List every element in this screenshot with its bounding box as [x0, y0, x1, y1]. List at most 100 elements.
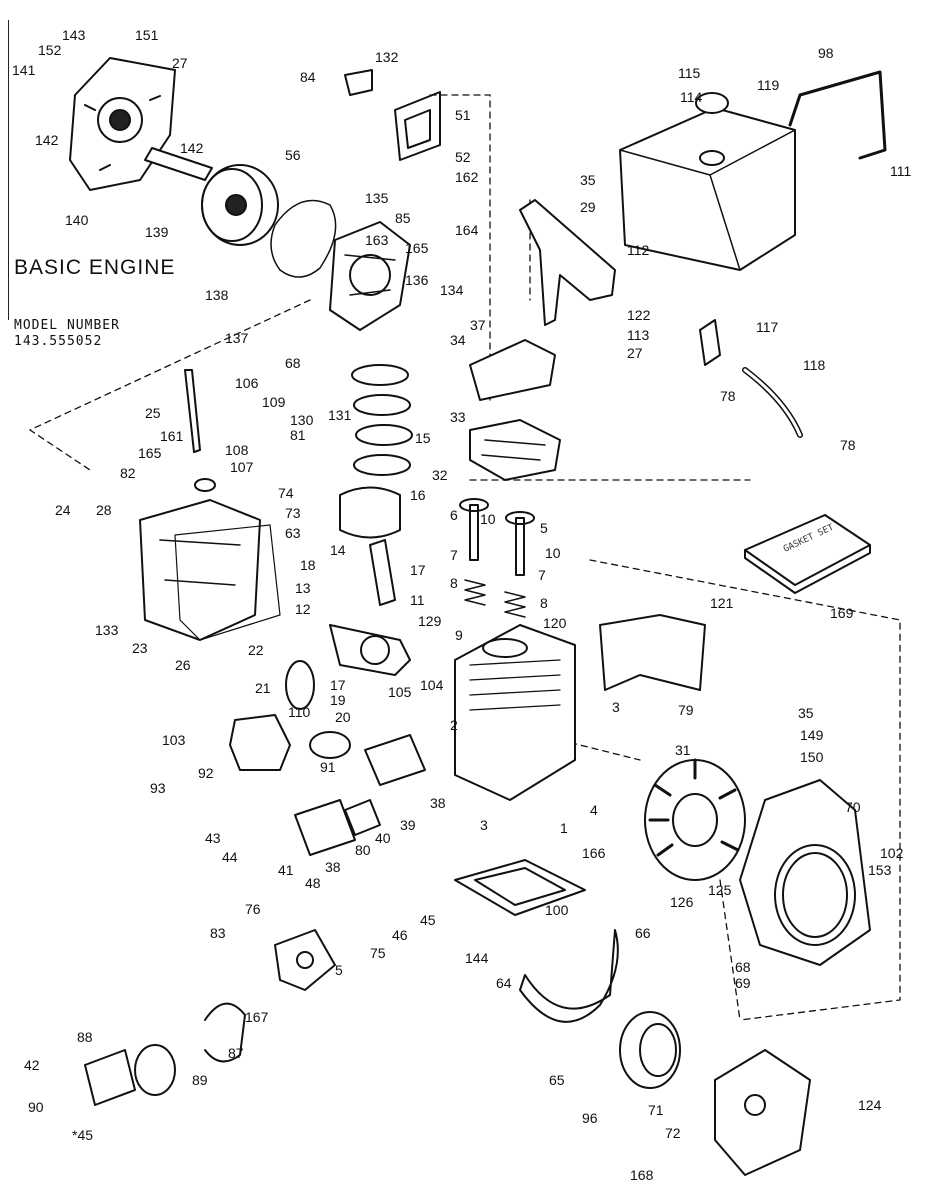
- fuel-line: [742, 367, 803, 438]
- part-callout-c75: 75: [370, 945, 386, 961]
- part-callout-c168: 168: [630, 1167, 654, 1183]
- part-callout-c38b: 38: [325, 859, 341, 875]
- part-callout-c71: 71: [648, 1102, 664, 1118]
- part-callout-c63: 63: [285, 525, 301, 541]
- part-callout-c104: 104: [420, 677, 444, 693]
- part-callout-c65: 65: [549, 1072, 565, 1088]
- part-callout-c162: 162: [455, 169, 479, 185]
- part-callout-c135: 135: [365, 190, 389, 206]
- intake-parts: [294, 734, 426, 856]
- part-callout-c17b: 17: [330, 677, 346, 693]
- part-callout-c164: 164: [455, 222, 479, 238]
- part-callout-c100: 100: [545, 902, 569, 918]
- valves: [459, 498, 535, 576]
- muffler-guard: [519, 929, 619, 1023]
- part-callout-c23: 23: [132, 640, 148, 656]
- part-callout-c113: 113: [627, 327, 650, 343]
- cylinder-head: [469, 419, 561, 481]
- part-callout-c8b: 8: [540, 595, 548, 611]
- part-callout-c87: 87: [228, 1045, 244, 1061]
- part-callout-c132: 132: [375, 49, 399, 65]
- part-callout-c112: 112: [627, 242, 650, 258]
- part-callout-c152: 152: [38, 42, 62, 58]
- model-number-label: MODEL NUMBER: [14, 318, 120, 333]
- part-callout-c166: 166: [582, 845, 606, 861]
- part-callout-c120: 120: [543, 615, 567, 631]
- part-callout-c56: 56: [285, 147, 301, 163]
- part-callout-c124: 124: [858, 1097, 882, 1113]
- fuel-shutoff-valve: [699, 319, 721, 366]
- model-number-value: 143.555052: [14, 334, 103, 349]
- part-callout-c121: 121: [710, 595, 734, 611]
- part-callout-c137: 137: [225, 330, 249, 346]
- part-callout-c142b: 142: [180, 140, 204, 156]
- cover-gasket: [270, 199, 337, 278]
- part-callout-c72: 72: [665, 1125, 681, 1141]
- part-callout-c45a: 45: [420, 912, 436, 928]
- part-callout-c85: 85: [395, 210, 411, 226]
- part-callout-c9: 9: [455, 627, 463, 643]
- part-callout-c10b: 10: [545, 545, 561, 561]
- part-callout-c41: 41: [278, 862, 294, 878]
- part-callout-c25: 25: [145, 405, 161, 421]
- part-callout-c110: 110: [288, 704, 311, 720]
- part-callout-c114: 114: [680, 89, 703, 105]
- part-callout-c90: 90: [28, 1099, 44, 1115]
- part-callout-c88: 88: [77, 1029, 93, 1045]
- part-callout-c143: 143: [62, 27, 86, 43]
- part-callout-c165a: 165: [405, 240, 429, 256]
- part-callout-c103: 103: [162, 732, 186, 748]
- part-callout-c98: 98: [818, 45, 834, 61]
- part-callout-c31: 31: [675, 742, 691, 758]
- part-callout-c79: 79: [678, 702, 694, 718]
- cylinder-block: [454, 624, 576, 801]
- connecting-rod: [369, 539, 396, 606]
- part-callout-c5a: 5: [540, 520, 548, 536]
- part-callout-c107: 107: [230, 459, 254, 475]
- part-callout-c19: 19: [330, 692, 346, 708]
- cylinder-shroud: [599, 614, 706, 691]
- part-callout-c111: 111: [890, 163, 911, 179]
- part-callout-c22: 22: [248, 642, 264, 658]
- part-callout-c92: 92: [198, 765, 214, 781]
- part-callout-c11: 11: [410, 592, 425, 608]
- part-callout-c14: 14: [330, 542, 346, 558]
- part-callout-c150: 150: [800, 749, 824, 765]
- part-callout-c8a: 8: [450, 575, 458, 591]
- part-callout-c108: 108: [225, 442, 249, 458]
- part-callout-c163: 163: [365, 232, 389, 248]
- part-callout-c119: 119: [757, 77, 780, 93]
- part-callout-c102: 102: [880, 845, 904, 861]
- dipstick-tube: [184, 369, 201, 453]
- part-callout-c96: 96: [582, 1110, 598, 1126]
- piston: [339, 486, 401, 539]
- part-callout-c39: 39: [400, 817, 416, 833]
- part-callout-c169: 169: [830, 605, 854, 621]
- part-callout-c6: 6: [450, 507, 458, 523]
- cam-gear: [285, 660, 315, 710]
- part-callout-c161: 161: [160, 428, 184, 444]
- part-callout-c165b: 165: [138, 445, 162, 461]
- fuel-tank: [619, 92, 796, 271]
- part-callout-c138: 138: [205, 287, 229, 303]
- part-callout-c74: 74: [278, 485, 294, 501]
- starter-parts: [84, 1002, 246, 1106]
- part-callout-c80: 80: [355, 842, 371, 858]
- scan-edge-line: [8, 20, 9, 320]
- part-callout-c78a: 78: [720, 388, 736, 404]
- drive-shaft: [144, 147, 213, 181]
- air-cleaner: [229, 714, 351, 771]
- part-callout-c27a: 27: [172, 55, 188, 71]
- part-callout-c68b: 68: [735, 959, 751, 975]
- part-callout-c133: 133: [95, 622, 119, 638]
- part-callout-c3a: 3: [612, 699, 620, 715]
- part-callout-c42: 42: [24, 1057, 40, 1073]
- valve-springs: [464, 579, 526, 618]
- part-callout-c18: 18: [300, 557, 316, 573]
- part-callout-c33: 33: [450, 409, 466, 425]
- part-callout-c24: 24: [55, 502, 71, 518]
- part-callout-c93: 93: [150, 780, 166, 796]
- part-callout-c28: 28: [96, 502, 112, 518]
- part-callout-c153: 153: [868, 862, 892, 878]
